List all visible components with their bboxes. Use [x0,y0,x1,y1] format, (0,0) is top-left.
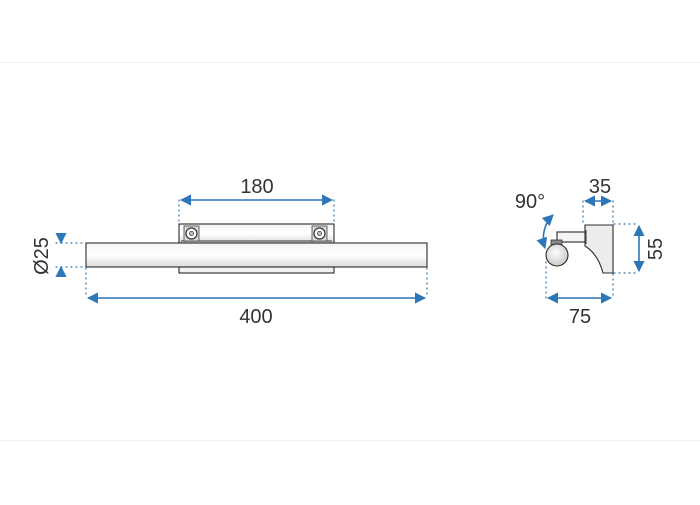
screw-left-icon [183,225,200,242]
lower-bracket [178,266,335,274]
dimension-label-55: 55 [645,238,667,260]
dimension-label-180: 180 [240,176,273,198]
rotation-arrow-icon [536,214,554,250]
dimension-label-35: 35 [589,176,611,198]
side-view: 90° 35 75 55 [515,176,667,328]
front-view: 180 400 Ø25 [31,176,428,328]
lamp-tube [85,242,428,268]
lamp-head [545,243,569,267]
mounting-plate [178,223,335,244]
rotation-label: 90° [515,191,545,213]
dimension-label-400: 400 [239,306,272,328]
background-band-bottom [0,440,700,441]
dimension-label-diameter: Ø25 [31,237,53,275]
screw-right-icon [311,225,328,242]
dimension-label-75: 75 [569,306,591,328]
wall-bracket [584,224,614,274]
side-arm [556,231,586,243]
background-band-top [0,62,700,63]
